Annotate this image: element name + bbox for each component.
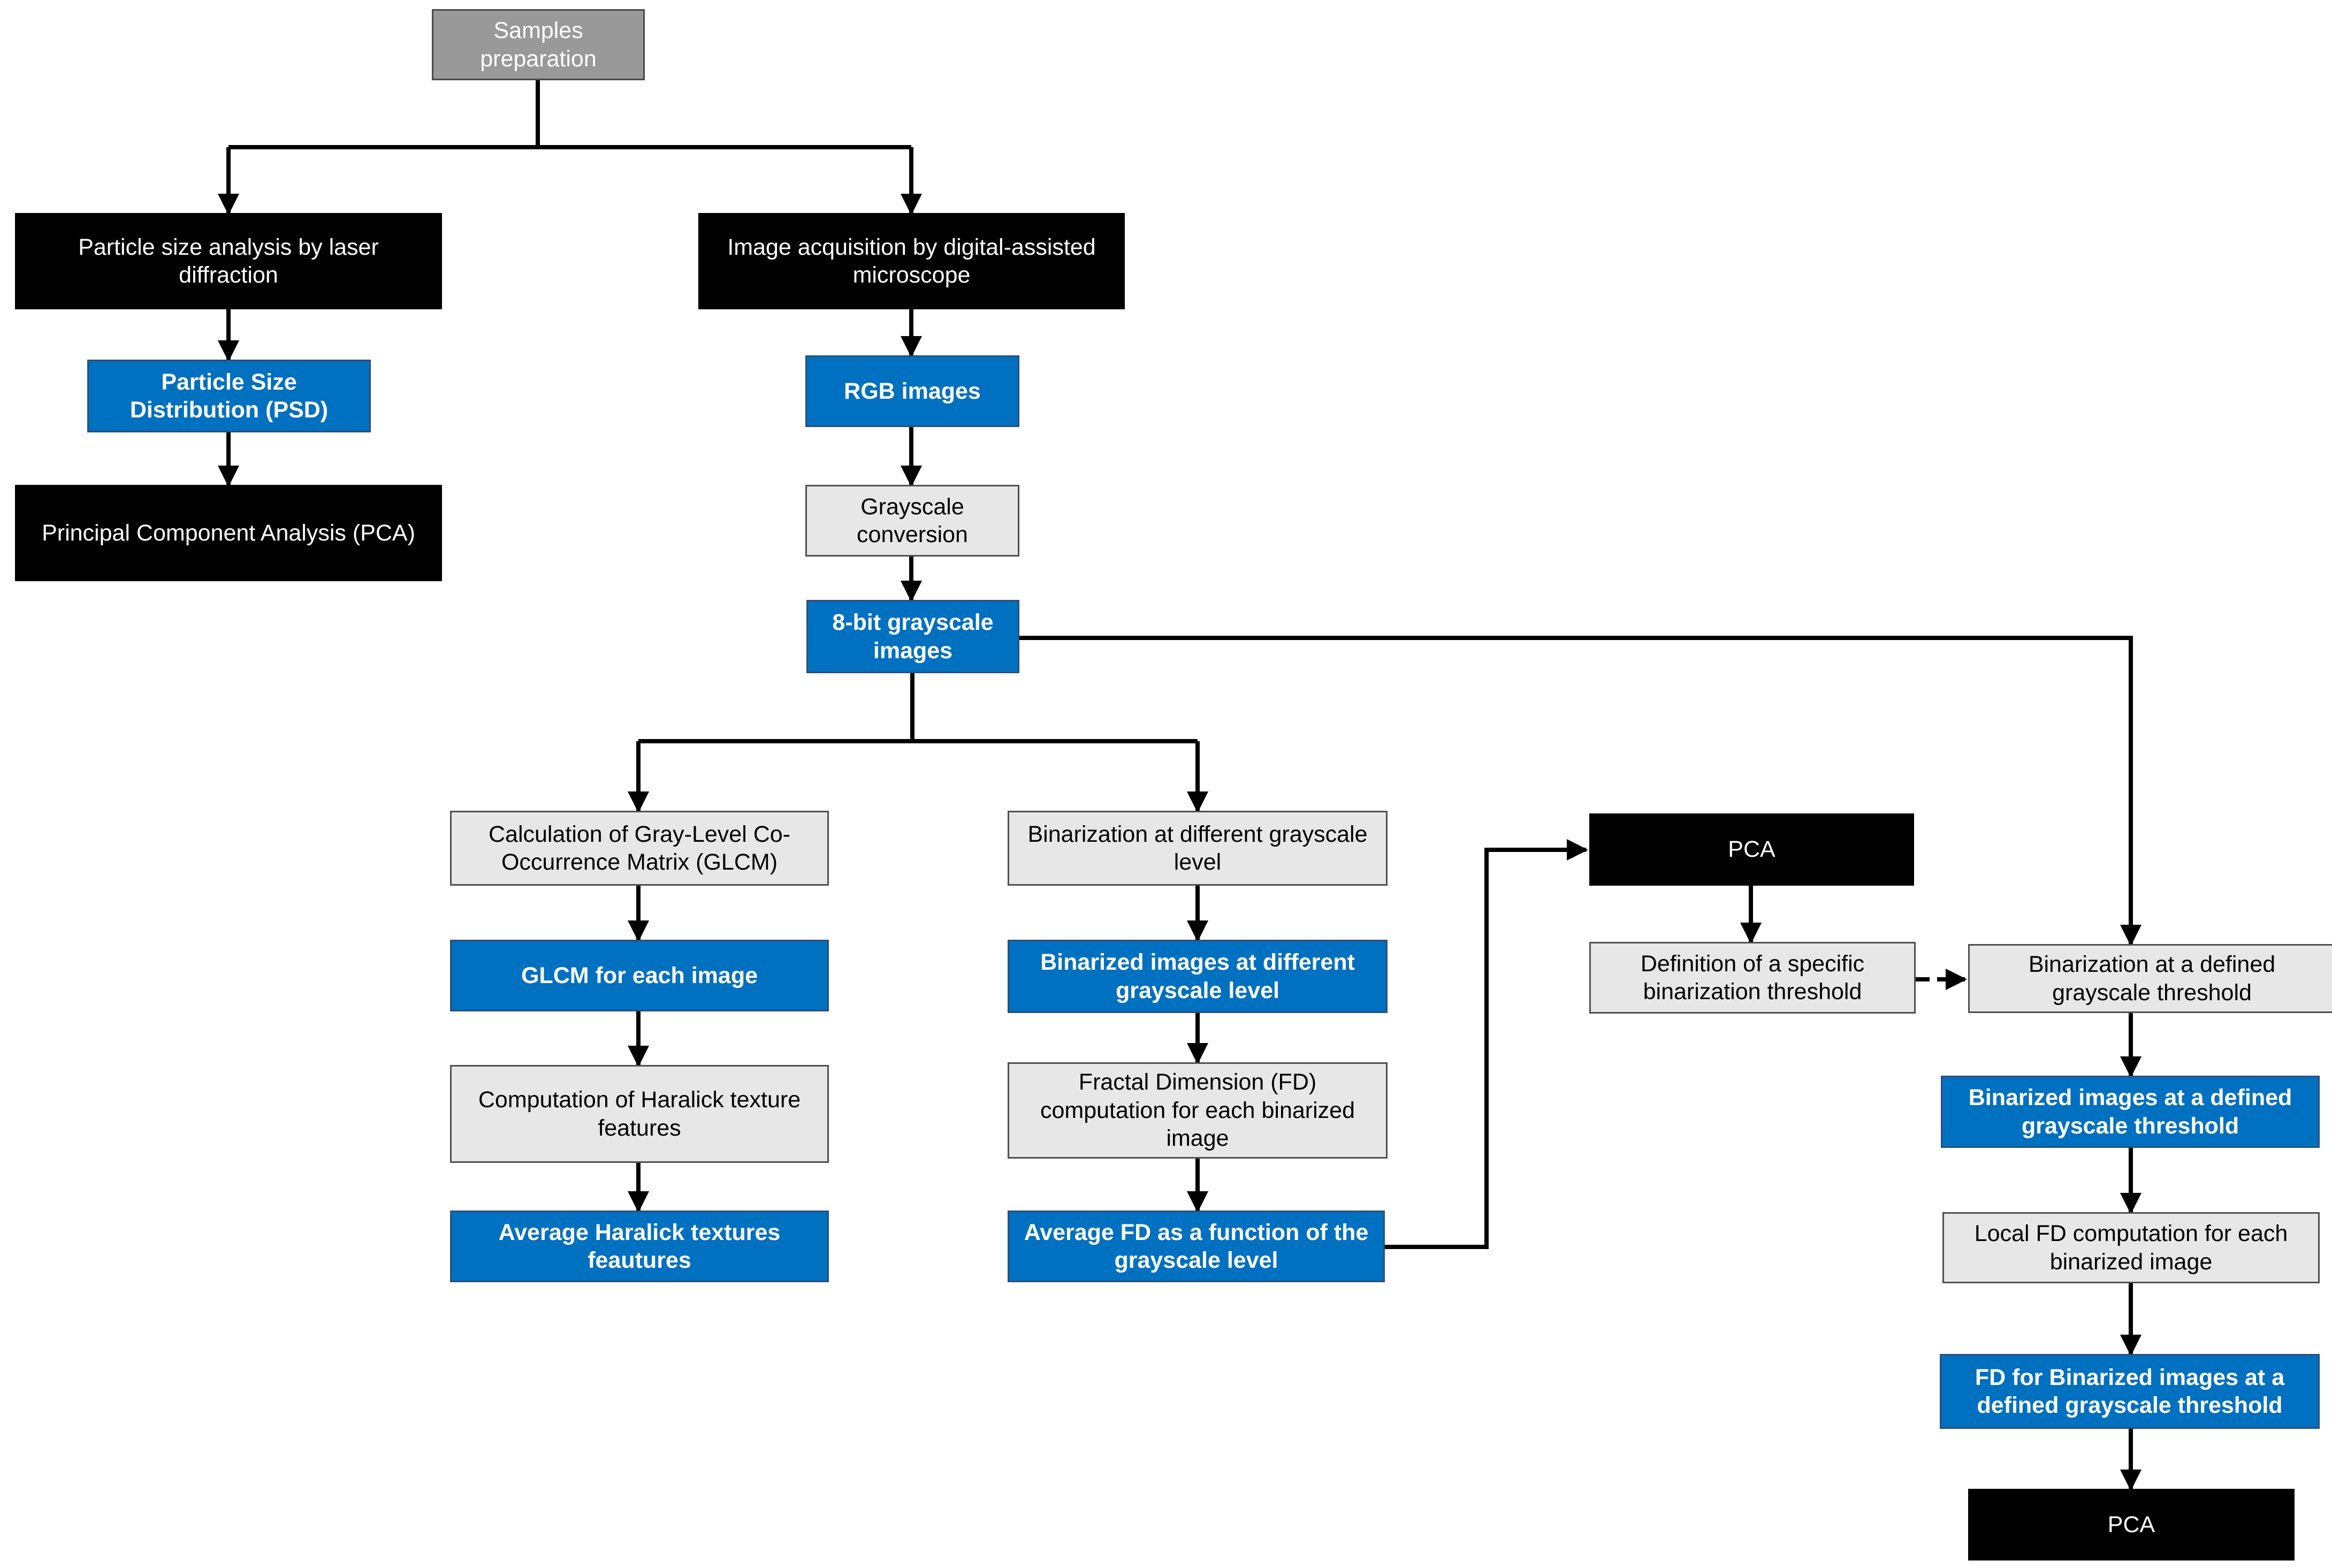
node-glcm-calculation-label: Calculation of Gray-Level Co-Occurrence …	[488, 821, 791, 875]
node-samples-preparation: Samples preparation	[432, 9, 645, 80]
node-fd-computation-label: Fractal Dimension (FD) computation for e…	[1040, 1069, 1355, 1152]
node-local-fd-computation: Local FD computation for each binarized …	[1942, 1212, 2320, 1283]
node-image-acquisition: Image acquisition by digital-assisted mi…	[698, 213, 1125, 309]
node-rgb-images: RGB images	[805, 355, 1019, 427]
node-pca-psd-label: Principal Component Analysis (PCA)	[42, 520, 415, 546]
node-fd-computation: Fractal Dimension (FD) computation for e…	[1008, 1062, 1388, 1159]
node-glcm-each-image: GLCM for each image	[450, 940, 829, 1011]
node-binarization-defined-threshold: Binarization at a defined grayscale thre…	[1968, 944, 2332, 1013]
node-8bit-grayscale-images-label: 8-bit grayscale images	[832, 610, 994, 664]
node-fd-binarized-images: FD for Binarized images at a defined gra…	[1940, 1354, 2320, 1429]
node-particle-size-analysis: Particle size analysis by laser diffract…	[15, 213, 442, 309]
node-fd-average-label: Average FD as a function of the grayscal…	[1024, 1219, 1369, 1273]
node-haralick-average: Average Haralick textures feautures	[450, 1211, 829, 1282]
node-local-fd-computation-label: Local FD computation for each binarized …	[1974, 1221, 2288, 1275]
node-particle-size-distribution: Particle Size Distribution (PSD)	[87, 360, 371, 432]
node-binarization-different-levels: Binarization at different grayscale leve…	[1008, 811, 1388, 886]
node-binarized-images-different-levels: Binarized images at different grayscale …	[1008, 940, 1388, 1013]
node-haralick-computation-label: Computation of Haralick texture features	[478, 1087, 801, 1141]
node-pca-final: PCA	[1968, 1489, 2295, 1561]
node-grayscale-conversion-label: Grayscale conversion	[857, 493, 968, 547]
node-pca-middle-label: PCA	[1728, 836, 1775, 863]
node-fd-average: Average FD as a function of the grayscal…	[1008, 1211, 1385, 1282]
node-particle-size-analysis-label: Particle size analysis by laser diffract…	[78, 234, 379, 288]
node-8bit-grayscale-images: 8-bit grayscale images	[806, 600, 1019, 673]
node-haralick-average-label: Average Haralick textures feautures	[498, 1219, 781, 1273]
node-glcm-calculation: Calculation of Gray-Level Co-Occurrence …	[450, 811, 829, 886]
node-binarization-defined-threshold-label: Binarization at a defined grayscale thre…	[2028, 952, 2276, 1006]
node-samples-preparation-label: Samples preparation	[480, 18, 597, 72]
connector-fd-avg-to-pca	[1385, 839, 1588, 1249]
node-glcm-each-image-label: GLCM for each image	[521, 962, 758, 988]
node-grayscale-conversion: Grayscale conversion	[805, 485, 1019, 557]
node-image-acquisition-label: Image acquisition by digital-assisted mi…	[727, 234, 1096, 288]
node-pca-psd: Principal Component Analysis (PCA)	[15, 485, 442, 581]
node-fd-binarized-images-label: FD for Binarized images at a defined gra…	[1975, 1364, 2285, 1418]
node-binarized-images-defined-threshold-label: Binarized images at a defined grayscale …	[1968, 1085, 2292, 1139]
node-haralick-computation: Computation of Haralick texture features	[450, 1065, 829, 1163]
node-particle-size-distribution-label: Particle Size Distribution (PSD)	[129, 369, 329, 423]
node-threshold-definition-label: Definition of a specific binarization th…	[1640, 950, 1865, 1004]
connector-gray8-to-bin-defined	[1019, 636, 2142, 946]
node-pca-middle: PCA	[1589, 813, 1914, 886]
node-threshold-definition: Definition of a specific binarization th…	[1589, 942, 1916, 1014]
node-pca-final-label: PCA	[2107, 1511, 2155, 1537]
node-rgb-images-label: RGB images	[844, 378, 981, 404]
node-binarized-images-different-levels-label: Binarized images at different grayscale …	[1040, 949, 1355, 1003]
node-binarization-different-levels-label: Binarization at different grayscale leve…	[1027, 821, 1368, 875]
node-binarized-images-defined-threshold: Binarized images at a defined grayscale …	[1941, 1076, 2320, 1148]
